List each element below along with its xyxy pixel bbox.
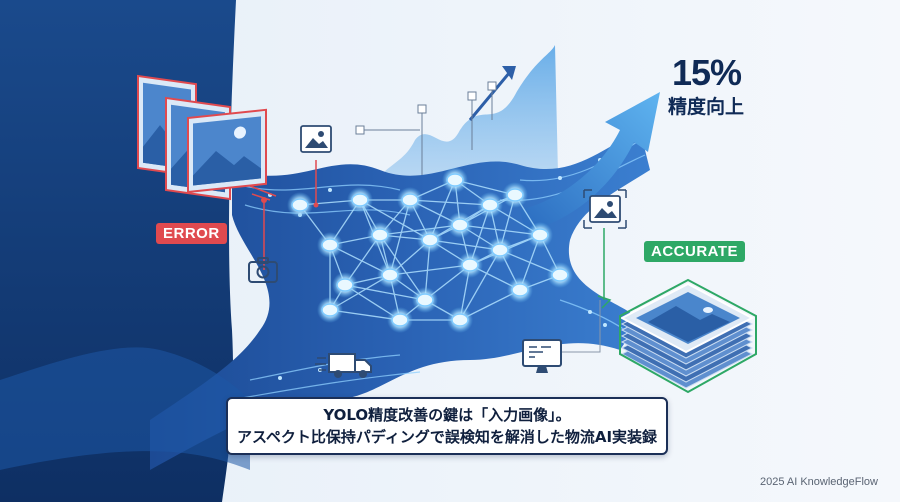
network-node — [336, 278, 354, 292]
network-node — [451, 218, 469, 232]
growth-arrow-icon — [520, 92, 660, 232]
error-badge: ERROR — [156, 223, 227, 244]
network-node — [446, 173, 464, 187]
improvement-percent: 15% — [672, 52, 742, 93]
network-node — [371, 228, 389, 242]
image-icon — [300, 125, 332, 153]
network-node — [551, 268, 569, 282]
network-node — [416, 293, 434, 307]
network-node — [491, 243, 509, 257]
network-node — [511, 283, 529, 297]
network-node — [351, 193, 369, 207]
trend-arrow-small — [468, 71, 512, 121]
network-node — [381, 268, 399, 282]
accurate-badge: ACCURATE — [644, 241, 746, 262]
footer-credit: 2025 AI KnowledgeFlow — [759, 476, 878, 488]
network-node — [481, 198, 499, 212]
caption-line-2: アスペクト比保持パディングで誤検知を解消した物流AI実装録 — [236, 428, 658, 446]
network-node — [291, 198, 309, 212]
image-icon — [583, 189, 627, 229]
caption-box: YOLO精度改善の鍵は「入力画像」。 アスペクト比保持パディングで誤検知を解消し… — [226, 397, 668, 455]
camera-icon — [248, 257, 278, 283]
network-node — [451, 313, 469, 327]
network-node — [321, 303, 339, 317]
network-node — [321, 238, 339, 252]
neural-network-graph — [287, 167, 573, 333]
error-image-stack — [137, 74, 267, 201]
improvement-label: 精度向上 — [668, 96, 745, 118]
network-node — [421, 233, 439, 247]
monitor-icon — [522, 339, 562, 373]
network-node — [506, 188, 524, 202]
network-node — [531, 228, 549, 242]
network-node — [391, 313, 409, 327]
accurate-image-stack — [619, 278, 757, 394]
network-node — [401, 193, 419, 207]
selection-guides — [355, 81, 497, 180]
truck-icon — [315, 353, 372, 378]
network-node — [461, 258, 479, 272]
caption-line-1: YOLO精度改善の鍵は「入力画像」。 — [323, 406, 571, 424]
